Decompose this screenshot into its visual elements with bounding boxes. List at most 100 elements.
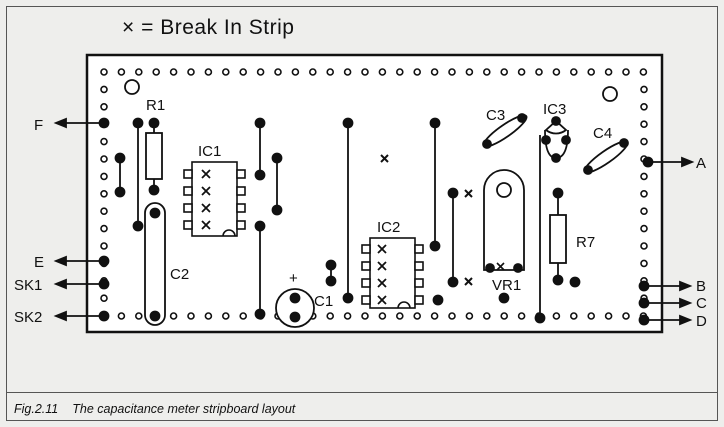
hole (604, 68, 613, 76)
hole (517, 68, 526, 76)
hole (640, 103, 648, 111)
lead-e-arrow (53, 255, 110, 267)
hole (640, 120, 648, 128)
hole (639, 68, 648, 76)
ic3-regulator (541, 116, 571, 163)
hole (552, 312, 561, 320)
lead-sk1-arrow (53, 278, 110, 290)
hole (152, 68, 160, 76)
label-c: C (696, 295, 707, 312)
lead-a-arrow (642, 156, 695, 168)
lead-d-arrow (638, 314, 693, 326)
hole (100, 103, 108, 111)
mounting-hole (602, 86, 618, 102)
label-r1: R1 (146, 97, 165, 114)
hole (535, 68, 543, 76)
hole (622, 312, 630, 320)
hole (239, 68, 247, 76)
vr1-preset (483, 169, 525, 273)
hole (587, 68, 596, 76)
hole (640, 190, 648, 198)
hole (239, 312, 247, 320)
hole (274, 68, 282, 76)
hole (378, 312, 387, 320)
hole (640, 259, 648, 268)
hole (291, 68, 300, 76)
hole (361, 68, 369, 76)
label-d: D (696, 313, 707, 330)
hole (622, 68, 630, 76)
r7-resistor (549, 187, 567, 286)
hole (187, 312, 195, 320)
strip-breaks (380, 154, 473, 286)
r1-resistor (145, 117, 163, 196)
hole (448, 312, 456, 320)
hole (343, 312, 352, 320)
hole (169, 312, 178, 320)
hole (100, 224, 108, 233)
wire-links (114, 117, 581, 324)
hole (100, 294, 108, 303)
c4-capacitor (583, 138, 629, 175)
hole (187, 68, 195, 76)
hole (100, 85, 108, 94)
hole (500, 68, 509, 76)
legend-text: = Break In Strip (141, 16, 295, 39)
hole (100, 172, 108, 181)
label-b: B (696, 278, 706, 295)
hole (117, 312, 126, 320)
hole (604, 312, 613, 320)
label-vr1: VR1 (492, 277, 521, 294)
c3-capacitor (482, 113, 528, 149)
hole (640, 224, 648, 233)
figure-caption: Fig.2.11 The capacitance meter stripboar… (14, 402, 295, 416)
label-ic2: IC2 (377, 219, 400, 236)
hole (448, 68, 456, 76)
label-ic3: IC3 (543, 101, 566, 118)
label-c2: C2 (170, 266, 189, 283)
caption-figure-number: Fig.2.11 (14, 402, 59, 416)
hole (204, 68, 213, 76)
lead-c-arrow (638, 297, 693, 309)
legend: × = Break In Strip (122, 16, 294, 40)
label-c4: C4 (593, 125, 612, 142)
label-a: A (696, 155, 706, 172)
hole (222, 68, 230, 76)
c1-capacitor (275, 288, 315, 328)
c2-capacitor (144, 202, 166, 326)
hole (587, 312, 596, 320)
label-ic1: IC1 (198, 143, 221, 160)
hole (552, 68, 561, 76)
break-symbol: × (122, 16, 135, 39)
hole (100, 207, 108, 215)
label-c1: C1 (314, 293, 333, 310)
hole (135, 312, 143, 320)
hole (100, 137, 108, 146)
hole (395, 68, 404, 76)
lead-f-arrow (53, 117, 110, 129)
hole (361, 312, 369, 320)
hole (640, 242, 648, 250)
hole (100, 242, 108, 250)
lead-b-arrow (638, 280, 693, 292)
figure-border (6, 6, 718, 421)
hole (413, 68, 422, 76)
hole (569, 312, 578, 320)
label-sk2: SK2 (14, 309, 42, 326)
hole (326, 312, 335, 320)
hole (640, 207, 648, 215)
hole (100, 155, 108, 163)
hole (640, 172, 648, 181)
hole (308, 68, 317, 76)
hole (430, 312, 439, 320)
hole (222, 312, 230, 320)
hole (482, 312, 491, 320)
label-c3: C3 (486, 107, 505, 124)
hole (640, 137, 648, 146)
label-f: F (34, 117, 43, 134)
caption-title: The capacitance meter stripboard layout (72, 402, 296, 416)
hole (413, 312, 422, 320)
hole (256, 68, 265, 76)
hole (500, 312, 509, 320)
ic1-chip (183, 161, 246, 237)
